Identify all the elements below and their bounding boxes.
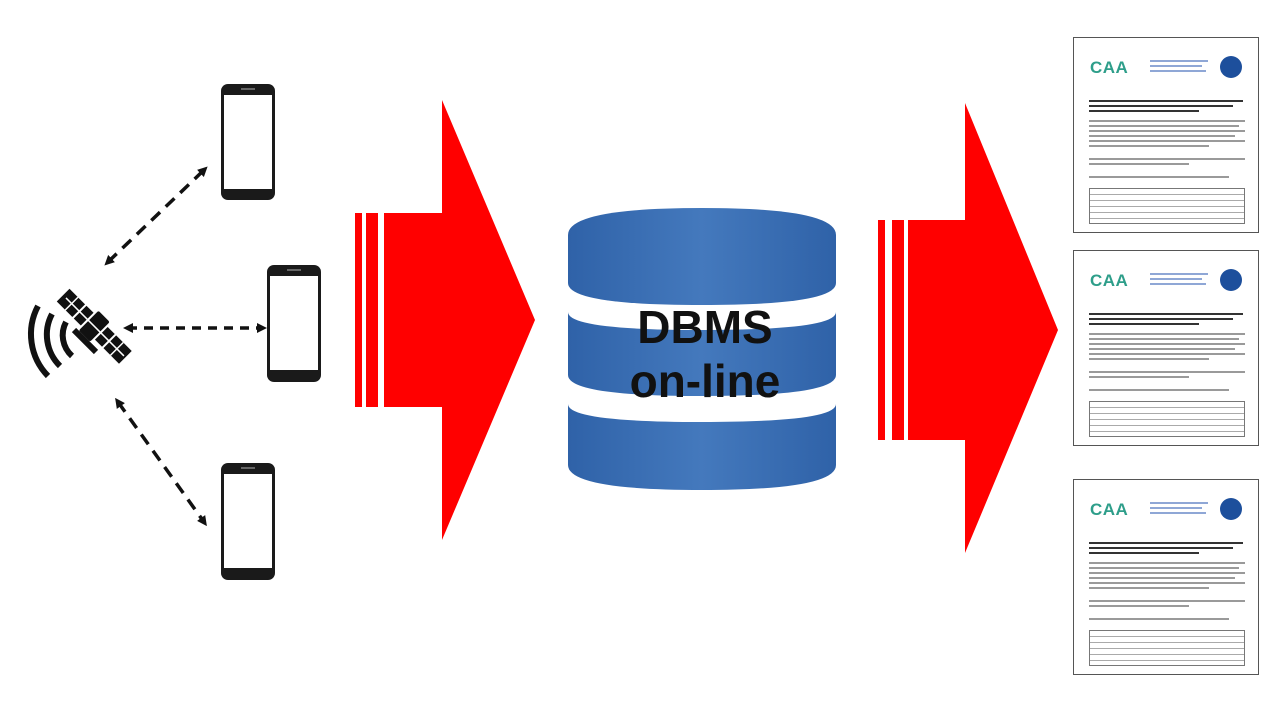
flow-arrow-to-database <box>355 100 535 540</box>
certification-seal-icon <box>1220 498 1242 520</box>
smartphone-icon <box>221 84 275 200</box>
document-logo: CAA <box>1090 500 1129 519</box>
document-table <box>1089 188 1245 224</box>
document-table <box>1089 630 1245 666</box>
database-cylinder-icon <box>568 208 836 490</box>
database-label: DBMS on-line <box>570 300 840 408</box>
flow-arrow-to-reports <box>878 103 1058 553</box>
report-document-icon: CAA <box>1073 37 1259 233</box>
smartphone-icon <box>267 265 321 382</box>
report-document-icon: CAA <box>1073 250 1259 446</box>
document-logo: CAA <box>1090 58 1129 77</box>
database-label-line2: on-line <box>629 355 781 407</box>
certification-seal-icon <box>1220 56 1242 78</box>
document-logo: CAA <box>1090 271 1129 290</box>
certification-seal-icon <box>1220 269 1242 291</box>
document-table <box>1089 401 1245 437</box>
database-label-line1: DBMS <box>637 301 773 353</box>
link-arrow-top-phone <box>104 166 208 266</box>
link-arrow-bottom-phone <box>115 397 207 527</box>
satellite-icon <box>28 288 132 379</box>
report-document-icon: CAA <box>1073 479 1259 675</box>
smartphone-icon <box>221 463 275 580</box>
